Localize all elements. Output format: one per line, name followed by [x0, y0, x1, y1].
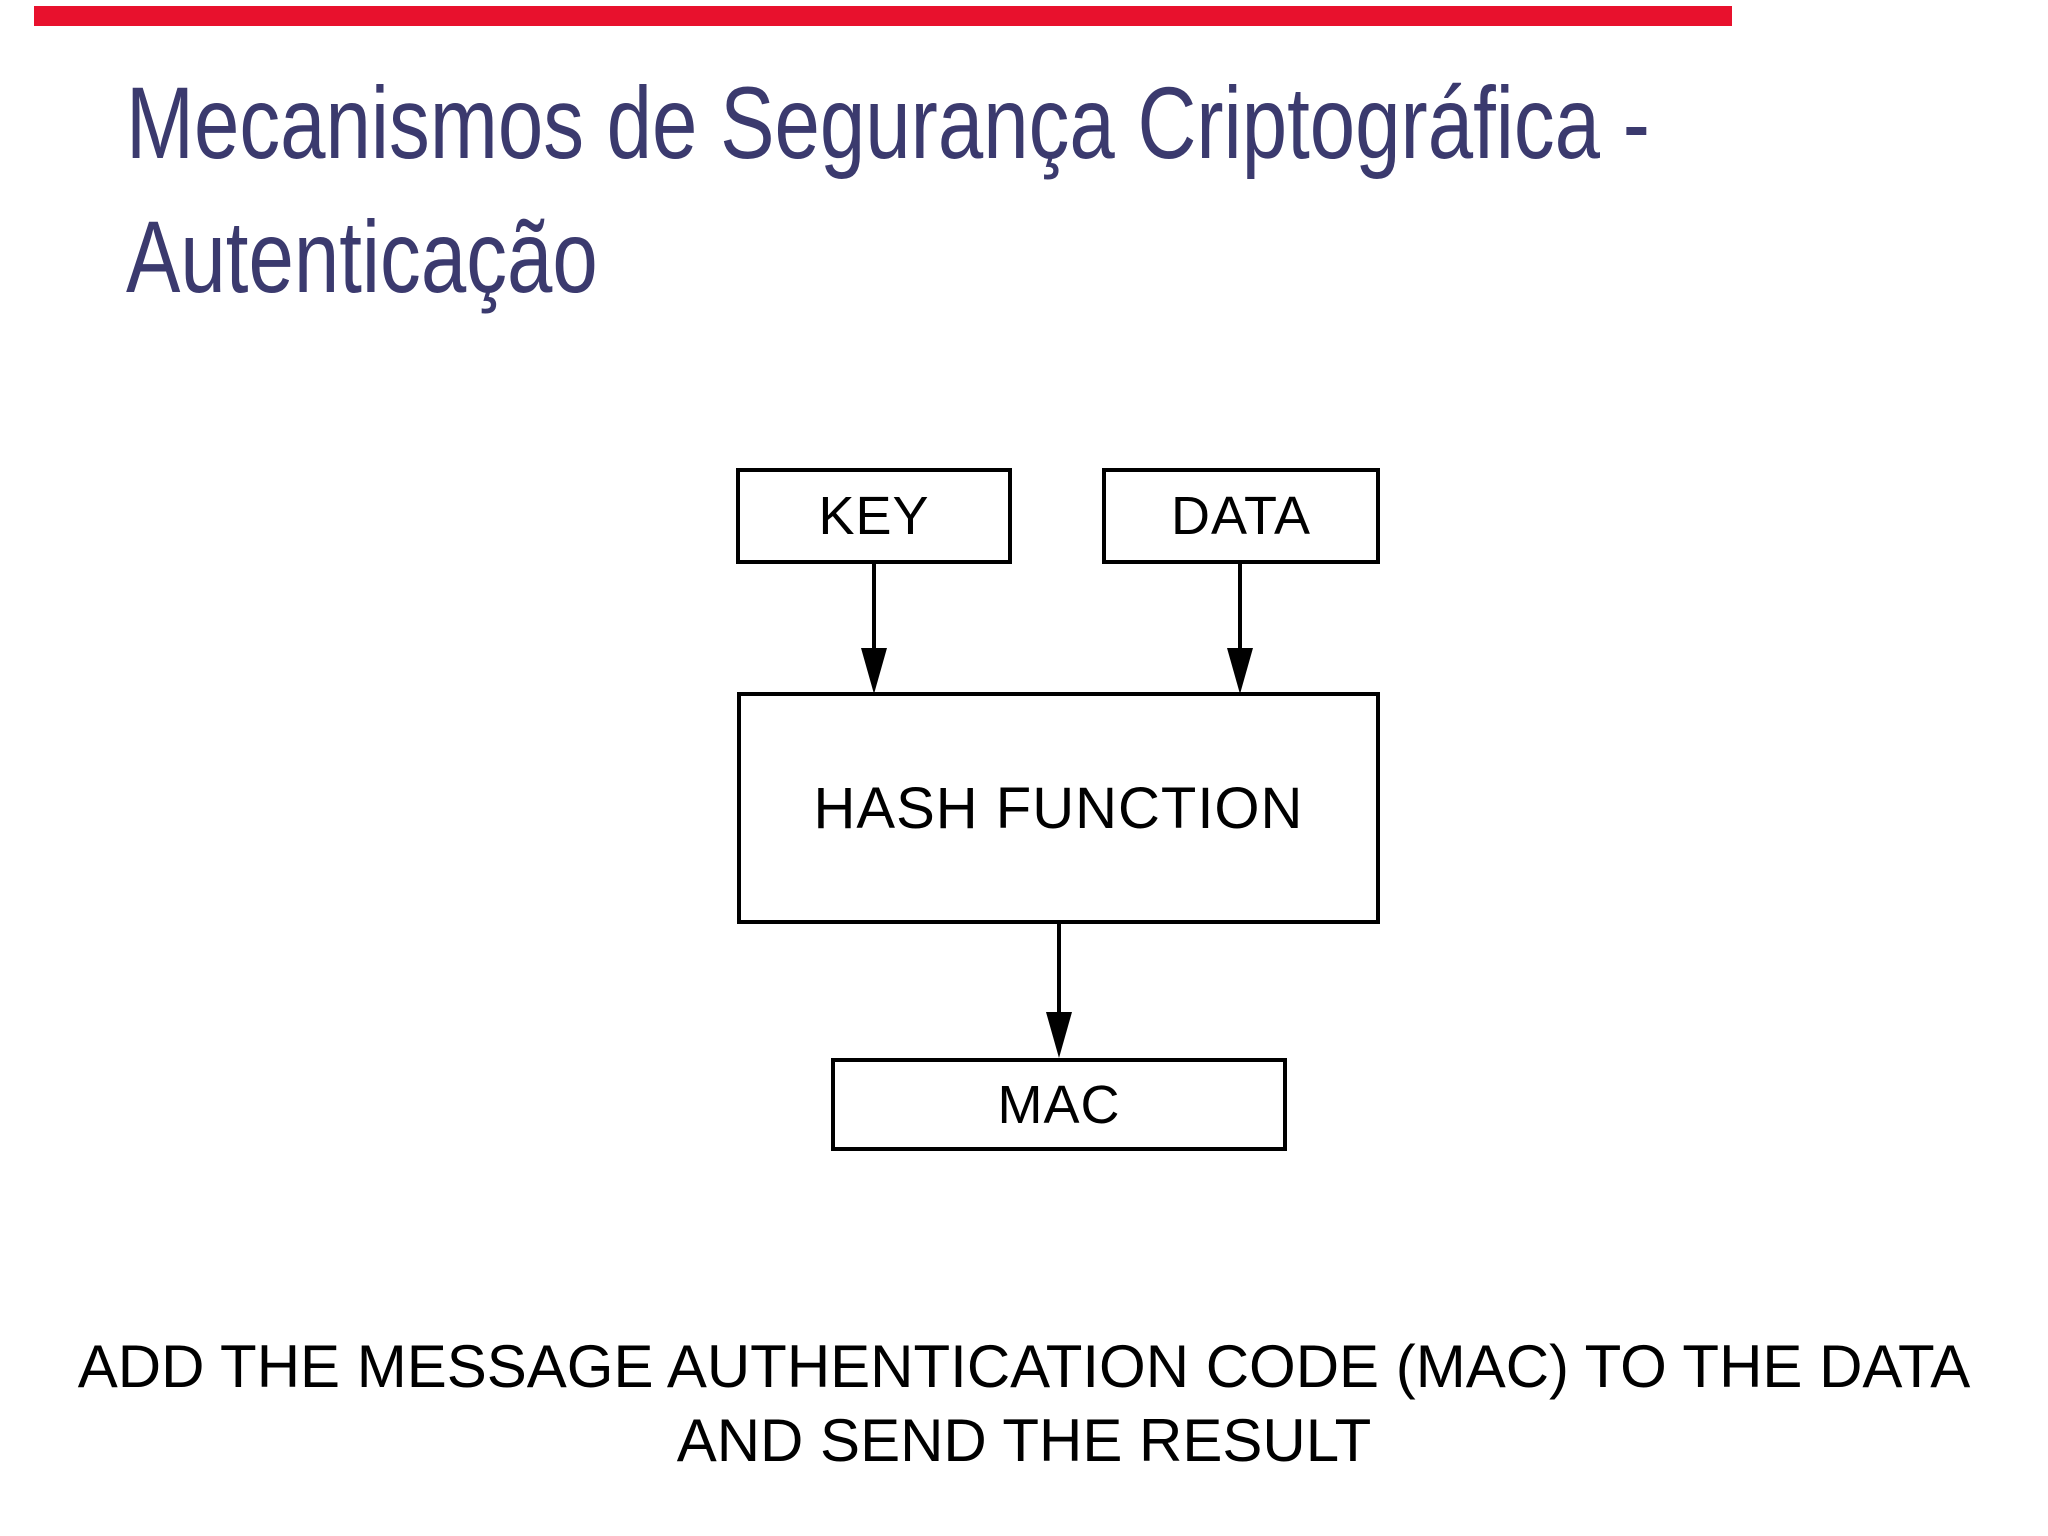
- hash-to-mac-arrow-line: [1057, 924, 1061, 1012]
- slide-title: Mecanismos de Segurança Criptográfica - …: [126, 56, 1650, 324]
- key-to-hash-arrow-line: [872, 564, 876, 648]
- hash-function-node-label: HASH FUNCTION: [813, 775, 1304, 841]
- data-to-hash-arrowhead-icon: [1227, 648, 1253, 694]
- caption-line2: AND SEND THE RESULT: [676, 1407, 1372, 1474]
- slide-title-line1: Mecanismos de Segurança Criptográfica -: [126, 66, 1650, 180]
- slide-caption: ADD THE MESSAGE AUTHENTICATION CODE (MAC…: [0, 1330, 2048, 1478]
- diagram-node-data: DATA: [1102, 468, 1380, 564]
- slide-title-line2: Autenticação: [126, 200, 598, 314]
- key-node-label: KEY: [818, 486, 930, 546]
- mac-node-label: MAC: [997, 1074, 1121, 1135]
- caption-line1: ADD THE MESSAGE AUTHENTICATION CODE (MAC…: [77, 1333, 1971, 1400]
- diagram-node-mac: MAC: [831, 1058, 1287, 1151]
- diagram-node-hash-function: HASH FUNCTION: [737, 692, 1380, 924]
- data-to-hash-arrow-line: [1238, 564, 1242, 648]
- data-node-label: DATA: [1170, 486, 1311, 546]
- hash-to-mac-arrowhead-icon: [1046, 1012, 1072, 1058]
- diagram-node-key: KEY: [736, 468, 1012, 564]
- top-accent-bar: [34, 6, 1732, 26]
- key-to-hash-arrowhead-icon: [861, 648, 887, 694]
